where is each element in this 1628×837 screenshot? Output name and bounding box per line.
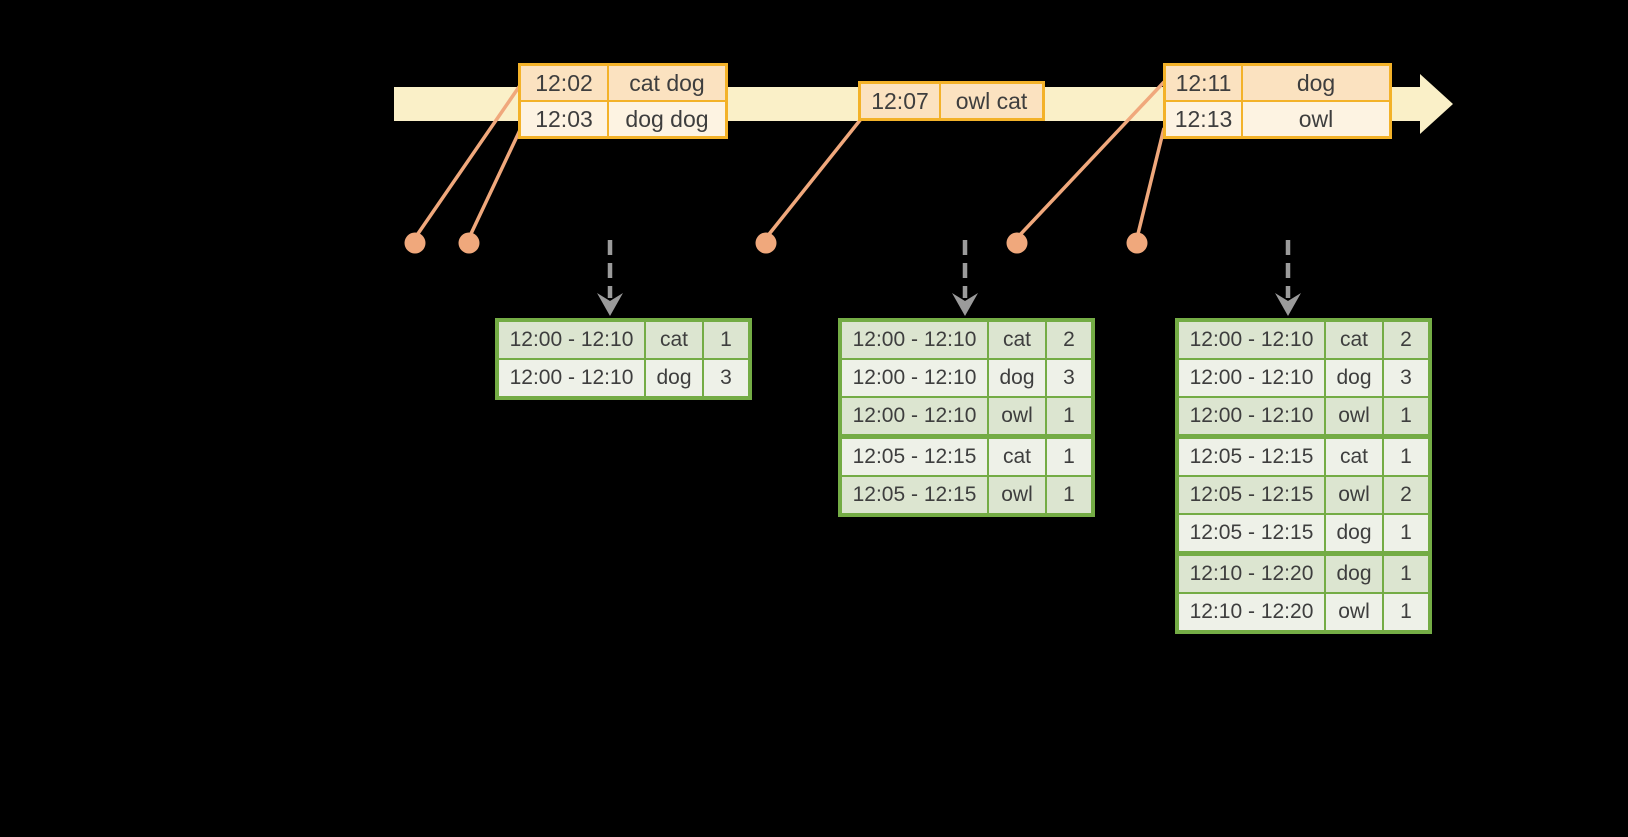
result-row: 12:00 - 12:10 cat 2 — [839, 319, 1094, 360]
event-row: 12:13 owl — [1163, 100, 1392, 139]
word-cell: owl — [1324, 592, 1384, 633]
result-row: 12:00 - 12:10 owl 1 — [839, 396, 1094, 438]
result-table-1: 12:00 - 12:10 cat 1 12:00 - 12:10 dog 3 — [495, 318, 752, 400]
result-row: 12:05 - 12:15 dog 1 — [1176, 513, 1431, 555]
event-row: 12:03 dog dog — [518, 100, 728, 139]
count-cell: 3 — [1045, 358, 1094, 398]
event-connector-line — [467, 129, 522, 239]
result-row: 12:05 - 12:15 cat 1 — [839, 434, 1094, 477]
event-table-2: 12:07 owl cat — [858, 81, 1045, 121]
event-time-cell: 12:13 — [1163, 100, 1243, 139]
event-time-cell: 12:03 — [518, 100, 609, 139]
event-words-cell: owl cat — [939, 81, 1045, 121]
window-cell: 12:00 - 12:10 — [839, 396, 989, 438]
event-time-dot — [755, 232, 777, 254]
result-row: 12:00 - 12:10 cat 1 — [496, 319, 751, 360]
word-cell: dog — [1324, 358, 1384, 398]
word-cell: dog — [1324, 513, 1384, 555]
event-connector-line — [764, 117, 863, 240]
window-cell: 12:00 - 12:10 — [1176, 396, 1326, 438]
event-time-cell: 12:02 — [518, 63, 609, 102]
event-time-dot — [458, 232, 480, 254]
count-cell: 1 — [1045, 396, 1094, 438]
result-row: 12:00 - 12:10 dog 3 — [496, 358, 751, 399]
count-cell: 3 — [1382, 358, 1431, 398]
event-row: 12:02 cat dog — [518, 63, 728, 102]
word-cell: owl — [987, 475, 1047, 516]
event-row: 12:11 dog — [1163, 63, 1392, 102]
event-table-3: 12:11 dog 12:13 owl — [1163, 63, 1392, 139]
event-row: 12:07 owl cat — [858, 81, 1045, 121]
event-connector-line — [1135, 127, 1166, 239]
window-cell: 12:05 - 12:15 — [839, 434, 989, 477]
event-words-cell: owl — [1241, 100, 1392, 139]
window-cell: 12:00 - 12:10 — [839, 319, 989, 360]
count-cell: 1 — [1045, 434, 1094, 477]
event-time-dot — [404, 232, 426, 254]
result-row: 12:05 - 12:15 cat 1 — [1176, 434, 1431, 477]
event-connector-line — [413, 83, 523, 239]
window-cell: 12:05 - 12:15 — [1176, 475, 1326, 515]
window-cell: 12:10 - 12:20 — [1176, 592, 1326, 633]
count-cell: 2 — [1382, 319, 1431, 360]
word-cell: owl — [1324, 475, 1384, 515]
word-cell: cat — [1324, 319, 1384, 360]
result-row: 12:05 - 12:15 owl 2 — [1176, 475, 1431, 515]
result-row: 12:05 - 12:15 owl 1 — [839, 475, 1094, 516]
result-row: 12:00 - 12:10 dog 3 — [839, 358, 1094, 398]
event-words-cell: dog dog — [607, 100, 728, 139]
window-cell: 12:00 - 12:10 — [839, 358, 989, 398]
count-cell: 3 — [702, 358, 751, 399]
window-cell: 12:00 - 12:10 — [1176, 319, 1326, 360]
event-table-1: 12:02 cat dog 12:03 dog dog — [518, 63, 728, 139]
trigger-arrowhead-icon — [1275, 293, 1301, 316]
result-row: 12:10 - 12:20 owl 1 — [1176, 592, 1431, 633]
window-cell: 12:00 - 12:10 — [496, 358, 646, 399]
window-cell: 12:05 - 12:15 — [1176, 434, 1326, 477]
event-time-dot — [1126, 232, 1148, 254]
count-cell: 1 — [1382, 551, 1431, 594]
word-cell: dog — [987, 358, 1047, 398]
result-table-2: 12:00 - 12:10 cat 2 12:00 - 12:10 dog 3 … — [838, 318, 1095, 517]
word-cell: cat — [644, 319, 704, 360]
event-time-cell: 12:11 — [1163, 63, 1243, 102]
event-words-cell: dog — [1241, 63, 1392, 102]
count-cell: 2 — [1045, 319, 1094, 360]
event-time-dot — [1006, 232, 1028, 254]
count-cell: 1 — [702, 319, 751, 360]
word-cell: owl — [987, 396, 1047, 438]
count-cell: 1 — [1382, 434, 1431, 477]
count-cell: 1 — [1045, 475, 1094, 516]
count-cell: 1 — [1382, 396, 1431, 438]
window-cell: 12:10 - 12:20 — [1176, 551, 1326, 594]
word-cell: dog — [1324, 551, 1384, 594]
count-cell: 2 — [1382, 475, 1431, 515]
event-words-cell: cat dog — [607, 63, 728, 102]
window-cell: 12:00 - 12:10 — [1176, 358, 1326, 398]
window-cell: 12:00 - 12:10 — [496, 319, 646, 360]
word-cell: owl — [1324, 396, 1384, 438]
result-row: 12:00 - 12:10 owl 1 — [1176, 396, 1431, 438]
trigger-arrowhead-icon — [597, 293, 623, 316]
result-row: 12:00 - 12:10 dog 3 — [1176, 358, 1431, 398]
result-row: 12:00 - 12:10 cat 2 — [1176, 319, 1431, 360]
result-row: 12:10 - 12:20 dog 1 — [1176, 551, 1431, 594]
word-cell: cat — [1324, 434, 1384, 477]
count-cell: 1 — [1382, 513, 1431, 555]
trigger-arrowhead-icon — [952, 293, 978, 316]
window-cell: 12:05 - 12:15 — [1176, 513, 1326, 555]
word-cell: dog — [644, 358, 704, 399]
word-cell: cat — [987, 319, 1047, 360]
event-time-cell: 12:07 — [858, 81, 941, 121]
result-table-3: 12:00 - 12:10 cat 2 12:00 - 12:10 dog 3 … — [1175, 318, 1432, 634]
window-cell: 12:05 - 12:15 — [839, 475, 989, 516]
word-cell: cat — [987, 434, 1047, 477]
count-cell: 1 — [1382, 592, 1431, 633]
timeline-arrowhead-icon — [1420, 74, 1453, 134]
